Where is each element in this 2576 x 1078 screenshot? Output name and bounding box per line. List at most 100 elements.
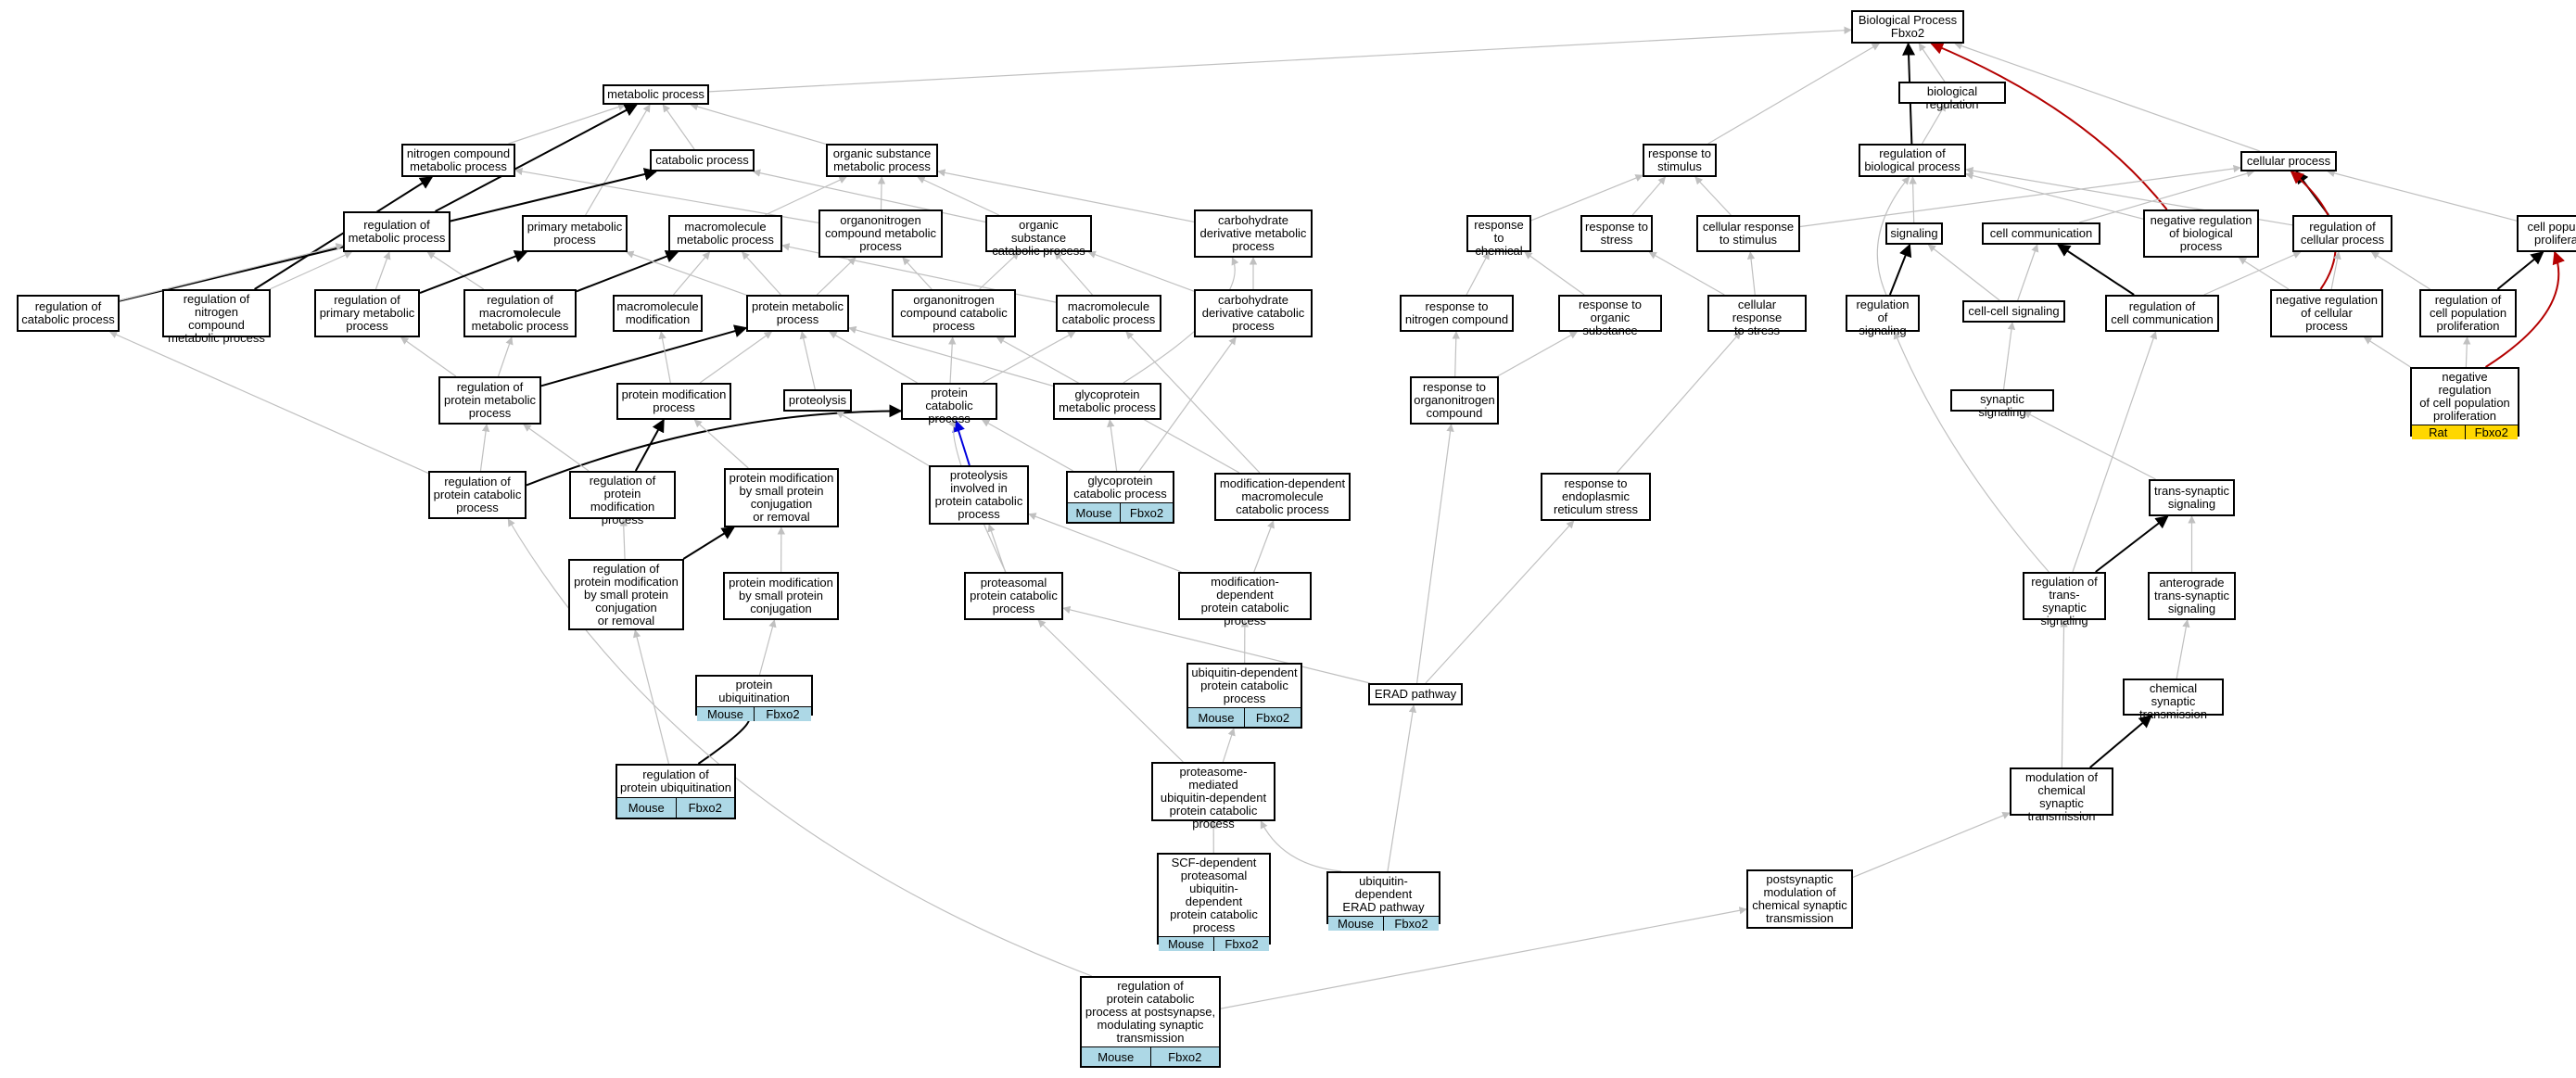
- go-term-node-orgcat[interactable]: organic substance catabolic process: [985, 215, 1092, 258]
- go-term-node-orgnitro[interactable]: organonitrogen compound metabolic proces…: [818, 209, 943, 258]
- go-term-label: response to organic substance: [1579, 298, 1642, 337]
- species-tag: Mouse: [697, 707, 754, 721]
- go-term-node-proteasomal[interactable]: proteasomal protein catabolic process: [964, 572, 1063, 620]
- go-term-node-metabolic[interactable]: metabolic process: [603, 84, 709, 105]
- go-term-label: regulation of protein metabolic process: [444, 380, 536, 420]
- edge-regcellcomm-to-regcell: [2203, 251, 2302, 296]
- edge-respstim-to-bp: [1707, 43, 1880, 145]
- go-term-node-scf[interactable]: SCF-dependent proteasomal ubiquitin-depe…: [1157, 853, 1271, 951]
- go-term-node-regprotmet[interactable]: regulation of protein metabolic process: [438, 376, 541, 425]
- go-term-node-regsig[interactable]: regulation of signaling: [1846, 295, 1920, 337]
- go-term-node-modchemsyn[interactable]: modulation of chemical synaptic transmis…: [2010, 767, 2113, 823]
- go-term-node-chemsyn[interactable]: chemical synaptic transmission: [2123, 679, 2224, 721]
- edge-protmet-to-orgnitro: [816, 257, 857, 296]
- edge-regcellpop-to-regcell: [2370, 251, 2430, 290]
- edge-orgnitro-to-organic: [877, 176, 886, 210]
- go-term-node-negregbio[interactable]: negative regulation of biological proces…: [2143, 209, 2259, 258]
- go-term-node-macromet[interactable]: macromolecule metabolic process: [668, 215, 782, 252]
- go-term-node-regcellcomm[interactable]: regulation of cell communication: [2105, 295, 2219, 332]
- edge-cellular-to-bp: [1954, 42, 2261, 152]
- go-term-node-respchem[interactable]: response to chemical: [1466, 215, 1531, 258]
- go-term-node-regprotmodsmall[interactable]: regulation of protein modification by sm…: [568, 559, 684, 630]
- go-term-node-signaling[interactable]: signaling: [1885, 222, 1943, 245]
- go-term-node-negregcell[interactable]: negative regulation of cellular process: [2270, 289, 2383, 337]
- go-term-node-carbmet[interactable]: carbohydrate derivative metabolic proces…: [1194, 209, 1313, 258]
- go-term-label: protein catabolic process: [925, 386, 973, 425]
- go-term-node-regmacro[interactable]: regulation of macromolecule metabolic pr…: [463, 289, 577, 337]
- go-term-node-regprotcat[interactable]: regulation of protein catabolic process: [428, 471, 527, 519]
- go-term-node-protmodsmall[interactable]: protein modification by small protein co…: [724, 468, 839, 527]
- go-term-node-regmet[interactable]: regulation of metabolic process: [343, 211, 450, 252]
- go-term-node-regprim[interactable]: regulation of primary metabolic process: [314, 289, 420, 337]
- go-term-node-catabolic[interactable]: catabolic process: [650, 149, 755, 171]
- go-term-node-cellcomm[interactable]: cell communication: [1982, 222, 2100, 245]
- go-term-node-regbio[interactable]: regulation of biological process: [1859, 144, 1966, 177]
- edge-carbmet-to-organic: [937, 169, 1195, 222]
- gene-tag: Fbxo2: [1120, 503, 1173, 522]
- edge-regcellpop-to-cellpop: [2496, 251, 2544, 290]
- go-term-node-proteolysiscat[interactable]: proteolysis involved in protein cataboli…: [929, 465, 1029, 525]
- edge-metabolic-to-bp: [708, 26, 1852, 93]
- go-term-node-cellrespstress[interactable]: cellular response to stress: [1707, 295, 1807, 337]
- go-term-label: organic substance catabolic process: [992, 218, 1085, 258]
- go-term-node-bioreg[interactable]: biological regulation: [1898, 82, 2006, 111]
- go-term-node-negregcellpop[interactable]: negative regulation of cell population p…: [2410, 367, 2519, 439]
- go-term-node-postsyn[interactable]: postsynaptic modulation of chemical syna…: [1746, 869, 1853, 929]
- edge-regsig-to-regbio: [1876, 176, 1910, 296]
- go-term-node-regprotmod[interactable]: regulation of protein modification proce…: [569, 471, 676, 526]
- go-term-node-resporgnitro[interactable]: response to organonitrogen compound: [1410, 376, 1499, 425]
- edge-regmacro-to-macromet: [576, 250, 679, 293]
- go-term-node-transsyn[interactable]: trans-synaptic signaling: [2149, 479, 2235, 516]
- go-term-node-resper[interactable]: response to endoplasmic reticulum stress: [1541, 473, 1651, 521]
- go-term-node-protcat[interactable]: protein catabolic process: [901, 383, 997, 425]
- go-term-node-carbcat[interactable]: carbohydrate derivative catabolic proces…: [1194, 289, 1313, 337]
- go-term-node-antero[interactable]: anterograde trans-synaptic signaling: [2148, 572, 2236, 620]
- go-term-node-ubiqdep[interactable]: ubiquitin-dependent protein catabolic pr…: [1186, 663, 1302, 729]
- go-term-node-erad[interactable]: ERAD pathway: [1368, 683, 1463, 705]
- go-term-node-protmet[interactable]: protein metabolic process: [746, 295, 849, 332]
- go-term-node-macrocat[interactable]: macromolecule catabolic process: [1056, 295, 1161, 332]
- go-term-node-cellcell[interactable]: cell-cell signaling: [1962, 300, 2065, 323]
- go-term-node-cellular[interactable]: cellular process: [2240, 151, 2337, 171]
- species-tag: Rat: [2412, 425, 2465, 439]
- go-term-label: cellular response to stimulus: [1702, 220, 1795, 247]
- go-term-node-glycomet[interactable]: glycoprotein metabolic process: [1053, 383, 1161, 420]
- go-term-node-orgnitrocat[interactable]: organonitrogen compound catabolic proces…: [892, 289, 1016, 337]
- edge-regtranssyn-to-regcellcomm: [2072, 331, 2158, 573]
- edge-regprotubiq-to-regprotmodsmall: [632, 629, 670, 765]
- go-term-node-regtranssyn[interactable]: regulation of trans-synaptic signaling: [2023, 572, 2106, 628]
- go-term-node-regnitro[interactable]: regulation of nitrogen compound metaboli…: [162, 289, 271, 345]
- go-term-node-bp[interactable]: Biological Process Fbxo2: [1851, 10, 1964, 44]
- go-term-node-respnitro[interactable]: response to nitrogen compound: [1400, 295, 1514, 332]
- go-term-node-cellpop[interactable]: cell population proliferation: [2517, 215, 2576, 252]
- go-term-label: nitrogen compound metabolic process: [406, 146, 511, 173]
- go-term-node-moddepprot[interactable]: modification-dependent protein catabolic…: [1178, 572, 1312, 628]
- go-term-node-regcat[interactable]: regulation of catabolic process: [17, 295, 120, 332]
- go-term-node-regprotcatpost[interactable]: regulation of protein catabolic process …: [1080, 976, 1221, 1068]
- go-term-node-regcell[interactable]: regulation of cellular process: [2292, 215, 2392, 252]
- go-term-node-respstim[interactable]: response to stimulus: [1643, 144, 1717, 177]
- edge-proteolysis-to-protmet: [799, 331, 816, 390]
- go-term-node-nitrogen[interactable]: nitrogen compound metabolic process: [401, 144, 515, 177]
- go-term-node-regcellpop[interactable]: regulation of cell population proliferat…: [2419, 289, 2517, 337]
- go-term-node-synaptic[interactable]: synaptic signaling: [1950, 389, 2054, 419]
- go-term-node-organic[interactable]: organic substance metabolic process: [826, 144, 938, 177]
- go-term-node-protmodconj[interactable]: protein modification by small protein co…: [723, 572, 839, 620]
- edge-protcat-to-orgnitrocat: [948, 336, 957, 384]
- go-term-node-respstress[interactable]: response to stress: [1580, 215, 1653, 252]
- edge-erad-to-resporgnitro: [1415, 424, 1454, 684]
- go-term-node-protmod[interactable]: protein modification process: [616, 383, 731, 420]
- go-term-node-proteasomemed[interactable]: proteasome-mediated ubiquitin-dependent …: [1151, 762, 1275, 831]
- go-term-node-moddepmacro[interactable]: modification-dependent macromolecule cat…: [1214, 473, 1351, 521]
- edge-respnitro-to-respchem: [1466, 251, 1490, 296]
- go-term-node-cellresp[interactable]: cellular response to stimulus: [1696, 215, 1800, 252]
- go-term-node-macromod[interactable]: macromolecule modification: [613, 295, 703, 332]
- go-term-node-resporg[interactable]: response to organic substance: [1558, 295, 1662, 337]
- go-term-label: regulation of signaling: [1856, 298, 1910, 337]
- go-term-node-proteolysis[interactable]: proteolysis: [783, 389, 852, 412]
- go-term-node-primary[interactable]: primary metabolic process: [522, 215, 628, 252]
